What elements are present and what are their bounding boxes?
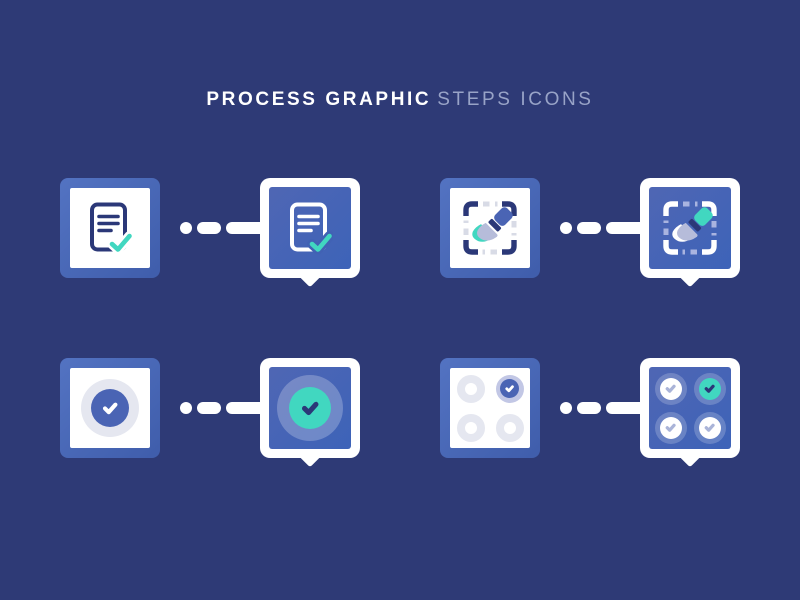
step-tile-after xyxy=(640,358,740,458)
unchecked-circle-icon xyxy=(456,374,485,403)
checked-circle-icon xyxy=(654,372,687,405)
connector-line xyxy=(606,222,650,234)
tile-fill xyxy=(269,187,351,269)
step-pair-check-circle xyxy=(60,358,360,478)
connector-dash xyxy=(197,222,221,234)
checked-circle-inner xyxy=(698,416,721,439)
page-title-light: STEPS ICONS xyxy=(437,89,594,110)
check-circle-inner xyxy=(289,387,331,429)
checked-circle-inner xyxy=(659,416,682,439)
checked-circle-inner xyxy=(698,377,721,400)
multi-check-grid-icon xyxy=(456,374,524,442)
step-tile-after xyxy=(260,358,360,458)
brush-selection-icon xyxy=(663,201,717,255)
connector-dot xyxy=(180,222,192,234)
checked-circle-inner xyxy=(659,377,682,400)
check-icon xyxy=(301,401,319,416)
step-pair-document xyxy=(60,178,360,298)
check-icon xyxy=(665,423,676,432)
connector-dash xyxy=(577,222,601,234)
check-icon xyxy=(505,385,514,393)
tile-fill xyxy=(450,368,530,448)
page-title-bold: PROCESS GRAPHIC xyxy=(206,89,432,110)
step-tile-before xyxy=(60,178,160,278)
unchecked-circle-icon xyxy=(456,413,485,442)
unchecked-circle-icon xyxy=(495,413,524,442)
check-circle-inner xyxy=(91,389,129,427)
connector-dot xyxy=(180,402,192,414)
checked-circle-icon xyxy=(693,411,726,444)
connector-dash xyxy=(197,402,221,414)
checked-circle-inner xyxy=(500,379,519,398)
check-icon xyxy=(704,384,715,393)
brush-selection-icon xyxy=(463,201,517,255)
checked-circle-icon xyxy=(654,411,687,444)
step-pair-multi-check xyxy=(440,358,740,478)
tile-fill xyxy=(269,367,351,449)
checked-circle-icon xyxy=(495,374,524,403)
check-circle-icon xyxy=(81,379,139,437)
multi-check-grid-icon xyxy=(654,372,726,444)
step-tile-before xyxy=(60,358,160,458)
document-check-icon xyxy=(90,202,133,255)
check-icon xyxy=(665,384,676,393)
connector-line xyxy=(226,222,270,234)
tile-fill xyxy=(450,188,530,268)
document-check-icon xyxy=(290,202,333,255)
connector-line xyxy=(606,402,650,414)
connector-dot xyxy=(560,402,572,414)
check-circle-icon xyxy=(277,375,343,441)
step-tile-before xyxy=(440,358,540,458)
step-tile-before xyxy=(440,178,540,278)
connector-dot xyxy=(560,222,572,234)
checked-circle-icon xyxy=(693,372,726,405)
tile-fill xyxy=(649,367,731,449)
step-pair-brush-selection xyxy=(440,178,740,298)
tile-fill xyxy=(70,368,150,448)
step-tile-after xyxy=(260,178,360,278)
check-icon xyxy=(704,423,715,432)
tile-fill xyxy=(649,187,731,269)
connector-dash xyxy=(577,402,601,414)
step-tile-after xyxy=(640,178,740,278)
tile-fill xyxy=(70,188,150,268)
check-icon xyxy=(102,402,118,415)
connector-line xyxy=(226,402,270,414)
